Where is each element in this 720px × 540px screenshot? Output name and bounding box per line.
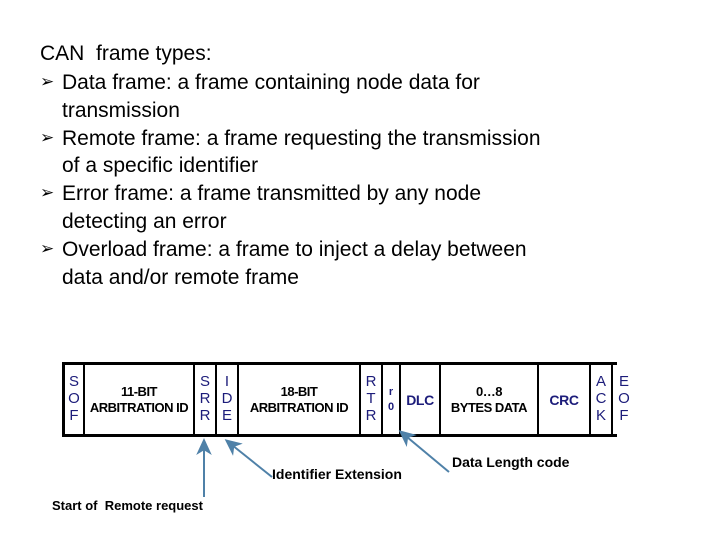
frame-field-line-1: 0…8 — [476, 384, 502, 400]
frame-field-dlc: DLC — [401, 365, 441, 434]
arrow-bullet-icon: ➢ — [40, 71, 55, 92]
frame-field-letter: O — [68, 390, 80, 408]
callout-start-of-remote-request: Start of Remote request — [52, 498, 203, 513]
bullet-text: Overload frame: a frame to inject a dela… — [62, 236, 690, 292]
frame-field-line-1: 18-BIT — [280, 384, 318, 400]
frame-field-crc: CRC — [539, 365, 591, 434]
frame-field-letter: S — [68, 373, 79, 391]
arrow-to-dlc — [398, 430, 450, 473]
frame-field-letter: R — [199, 406, 211, 424]
slide-text-block: CAN frame types: ➢ Data frame: a frame c… — [40, 40, 690, 292]
bullet-line-2: of a specific identifier — [62, 154, 259, 178]
bullet-line-2: detecting an error — [62, 210, 227, 234]
frame-field-letter: C — [595, 390, 607, 408]
bullet-line-1: Error frame: a frame transmitted by any … — [62, 182, 482, 206]
arrow-bullet-icon: ➢ — [40, 183, 55, 204]
bullet-item-error-frame: ➢ Error frame: a frame transmitted by an… — [40, 180, 690, 236]
frame-field-letter: K — [595, 406, 606, 424]
bullet-text: Error frame: a frame transmitted by any … — [62, 180, 690, 236]
frame-field-line-2: BYTES DATA — [450, 399, 528, 415]
frame-field-letter: R — [365, 373, 377, 391]
bullet-line-1: Data frame: a frame containing node data… — [62, 70, 480, 94]
bullet-line-1: Overload frame: a frame to inject a dela… — [62, 238, 527, 262]
frame-field-letter: R — [365, 406, 377, 424]
arrow-to-ide — [224, 439, 273, 478]
frame-field-letter: I — [224, 373, 230, 391]
frame-field-label: DLC — [406, 391, 434, 408]
bullet-text: Remote frame: a frame requesting the tra… — [62, 125, 690, 181]
callout-identifier-extension: Identifier Extension — [272, 466, 402, 482]
bullet-text: Data frame: a frame containing node data… — [62, 69, 690, 125]
frame-field-line-2: ARBITRATION ID — [249, 399, 349, 415]
callout-data-length-code: Data Length code — [452, 454, 570, 470]
frame-field-letter: F — [619, 406, 629, 424]
frame-field-letter: E — [618, 373, 629, 391]
bullet-item-remote-frame: ➢ Remote frame: a frame requesting the t… — [40, 125, 690, 181]
frame-field-line-1: 11-BIT — [120, 384, 158, 400]
bullet-line-2: transmission — [62, 98, 180, 122]
bullet-item-data-frame: ➢ Data frame: a frame containing node da… — [40, 69, 690, 125]
frame-field-letter: 0 — [387, 400, 395, 413]
bullet-line-2: data and/or remote frame — [62, 266, 299, 290]
arrow-bullet-icon: ➢ — [40, 127, 55, 148]
frame-field-label: CRC — [549, 391, 579, 408]
frame-field-letter: S — [199, 373, 210, 391]
frame-field-letter: T — [366, 390, 376, 408]
frame-field-letter: E — [221, 406, 232, 424]
frame-field-line-2: ARBITRATION ID — [89, 399, 189, 415]
frame-field-letter: D — [221, 390, 233, 408]
frame-field-letter: O — [618, 390, 630, 408]
frame-field-letter: A — [595, 373, 606, 391]
bullet-item-overload-frame: ➢ Overload frame: a frame to inject a de… — [40, 236, 690, 292]
bullet-line-1: Remote frame: a frame requesting the tra… — [62, 126, 541, 150]
frame-field-letter: R — [199, 390, 211, 408]
frame-field-letter: F — [69, 406, 79, 424]
arrow-bullet-icon: ➢ — [40, 239, 55, 260]
page-title: CAN frame types: — [40, 42, 212, 65]
frame-field-letter: r — [388, 386, 394, 399]
